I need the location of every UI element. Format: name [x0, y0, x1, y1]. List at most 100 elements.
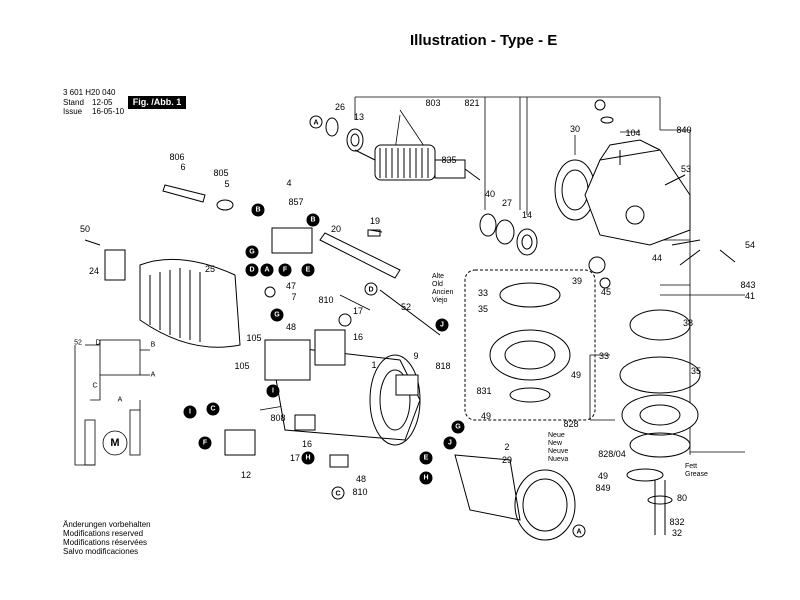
part-label: 12 [240, 470, 252, 480]
grease-note: Fett Grease [685, 463, 708, 479]
legend-old: Alte Old Ancien Viejo [432, 273, 453, 305]
part-label: 33 [477, 288, 489, 298]
part-label: 104 [625, 128, 641, 138]
part-label: 810 [352, 487, 368, 497]
part-label: 30 [569, 124, 581, 134]
legend-line: Nueva [548, 456, 569, 463]
field-coil [139, 258, 241, 348]
connector-marker: D [364, 282, 378, 296]
part-label: 7 [291, 292, 297, 302]
part-label: 45 [600, 287, 612, 297]
part-label: 16 [352, 332, 364, 342]
switch-rods [319, 229, 441, 336]
stand-value: 12-05 [92, 98, 113, 107]
part-label: 821 [464, 98, 480, 108]
part-label: 828/04 [598, 449, 626, 459]
carbon-brush [162, 184, 234, 211]
connector-marker: H [301, 451, 315, 465]
connector-marker: G [451, 420, 465, 434]
connector-marker: A [572, 524, 586, 538]
connector-marker: D [245, 263, 259, 277]
part-label: 50 [79, 224, 91, 234]
grease-line: Fett [685, 463, 698, 470]
part-label: 35 [477, 304, 489, 314]
connector-marker: F [198, 436, 212, 450]
circuit-label: B [150, 341, 156, 349]
part-label: 24 [88, 266, 100, 276]
issue-value: 16-05-10 [92, 107, 125, 116]
footer-line: Modifications réservées [63, 538, 148, 547]
part-label: 39 [571, 276, 583, 286]
part-label: 843 [740, 280, 756, 290]
part-label: 5 [224, 179, 230, 189]
part-label: 105 [246, 333, 262, 343]
part-label: 48 [285, 322, 297, 332]
part-label: 818 [435, 361, 451, 371]
part-label: 19 [369, 216, 381, 226]
small-parts [84, 174, 736, 327]
brush-holder [224, 227, 419, 468]
connector-marker: B [306, 213, 320, 227]
part-label: 25 [204, 264, 216, 274]
connector-marker: G [245, 245, 259, 259]
circuit-label: A [150, 371, 156, 379]
part-label: 808 [270, 413, 286, 423]
connector-marker: E [419, 451, 433, 465]
part-label: 810 [318, 295, 334, 305]
part-label: 54 [744, 240, 756, 250]
part-label: 49 [570, 370, 582, 380]
footer-line: Modifications reserved [63, 529, 144, 538]
part-label: 17 [352, 306, 364, 316]
part-label: 38 [682, 318, 694, 328]
connector-marker: A [309, 115, 323, 129]
circuit-label: D [95, 339, 101, 347]
part-label: 20 [330, 224, 342, 234]
armature [354, 144, 481, 181]
footer-line: Änderungen vorbehalten [63, 520, 151, 529]
legend-new: Neue New Neuve Nueva [548, 432, 568, 464]
part-label: 849 [595, 483, 611, 493]
part-label: 6 [180, 162, 186, 172]
part-label: 40 [484, 189, 496, 199]
part-label: 80 [676, 493, 688, 503]
part-number: 3 601 H20 040 [63, 88, 116, 97]
grease-line: Grease [685, 471, 708, 478]
part-label: 49 [480, 411, 492, 421]
part-label: 41 [744, 291, 756, 301]
part-label: 2 [504, 442, 510, 452]
motor-symbol: M [110, 437, 120, 449]
legend-line: Viejo [432, 297, 448, 304]
part-label: 806 [169, 152, 185, 162]
part-label: 26 [334, 102, 346, 112]
page-title: Illustration - Type - E [410, 32, 558, 49]
footer-line: Salvo modificaciones [63, 547, 139, 556]
connector-marker: G [270, 308, 284, 322]
part-label: 47 [285, 281, 297, 291]
footer-notes: Änderungen vorbehalten Modifications res… [63, 520, 151, 556]
old-version-box [464, 269, 596, 421]
part-label: 27 [501, 198, 513, 208]
gear-housing [584, 139, 691, 246]
connector-marker: J [435, 318, 449, 332]
part-label: 857 [288, 197, 304, 207]
stand-label: Stand [63, 98, 84, 107]
part-label: 44 [651, 253, 663, 263]
connector-marker: E [301, 263, 315, 277]
stator-guard [454, 454, 576, 541]
connector-marker: H [419, 471, 433, 485]
part-label: 49 [597, 471, 609, 481]
circuit-label: 52 [74, 339, 82, 347]
legend-line: Neuve [548, 448, 569, 455]
issue-label: Issue [63, 107, 83, 116]
figure-badge: Fig. /Abb. 1 [128, 96, 186, 109]
part-label: 52 [400, 302, 412, 312]
part-label: 29 [501, 455, 513, 465]
connector-marker: C [331, 486, 345, 500]
part-label: 35 [690, 366, 702, 376]
part-label: 53 [680, 164, 692, 174]
connector-marker: J [443, 436, 457, 450]
legend-line: Ancien [432, 289, 454, 296]
part-label: 105 [234, 361, 250, 371]
part-label: 832 [669, 517, 685, 527]
